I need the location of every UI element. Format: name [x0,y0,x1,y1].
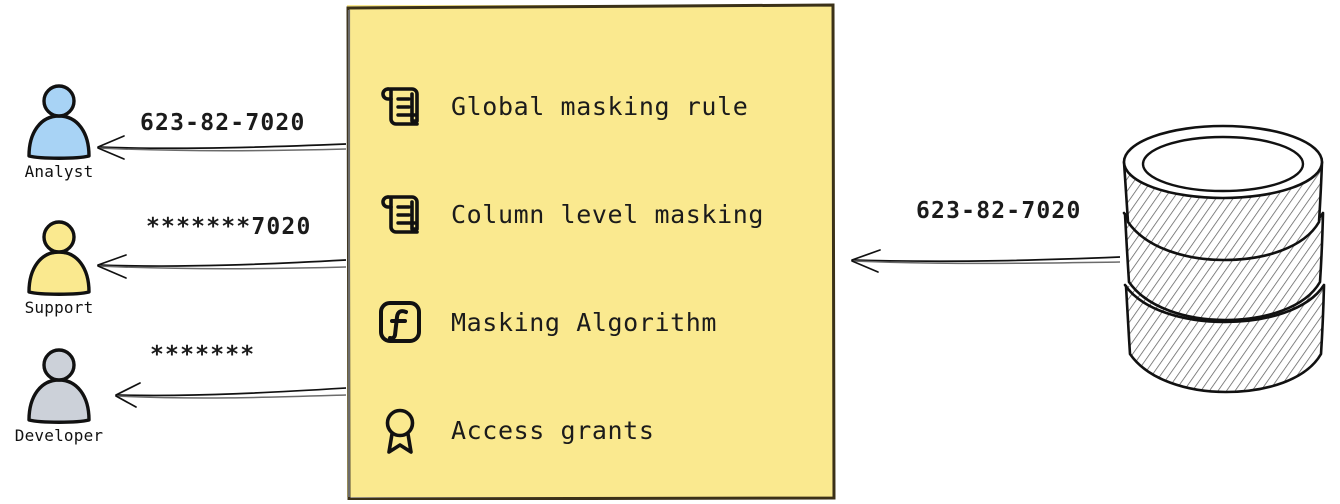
developer-flow-label: ******* [150,342,256,368]
policy-item-list: Global masking rule Column level masking… [375,52,815,484]
policy-item-global-masking-rule[interactable]: Global masking rule [375,52,815,160]
support-flow-label: *******7020 [146,214,312,240]
policy-item-label: Column level masking [451,199,765,229]
actor-label: Analyst [24,162,94,181]
person-icon [27,348,91,424]
scroll-icon [381,195,419,234]
actor-label: Support [24,298,94,317]
policy-item-masking-algorithm[interactable]: Masking Algorithm [375,268,815,376]
award-ribbon-icon [385,408,415,454]
person-icon [27,84,91,160]
actor-analyst[interactable]: Analyst [4,82,114,181]
policy-item-column-level-masking[interactable]: Column level masking [375,160,815,268]
policy-item-label: Access grants [451,415,655,445]
function-icon [379,301,421,343]
scroll-icon [381,87,419,126]
support-arrow [97,254,347,279]
actor-support[interactable]: Support [4,218,114,317]
db-to-panel-arrow [851,249,1121,273]
developer-arrow [115,382,347,408]
person-icon [27,220,91,296]
db-flow-label: 623-82-7020 [916,198,1082,224]
actor-label: Developer [14,426,104,445]
policy-item-access-grants[interactable]: Access grants [375,376,815,484]
db-ring-top [1122,124,1324,262]
actor-developer[interactable]: Developer [4,346,114,445]
database-cylinder-icon [1122,124,1326,394]
policy-item-label: Global masking rule [451,91,749,121]
analyst-arrow [97,135,347,160]
analyst-flow-label: 623-82-7020 [140,110,306,136]
policy-item-label: Masking Algorithm [451,307,718,337]
